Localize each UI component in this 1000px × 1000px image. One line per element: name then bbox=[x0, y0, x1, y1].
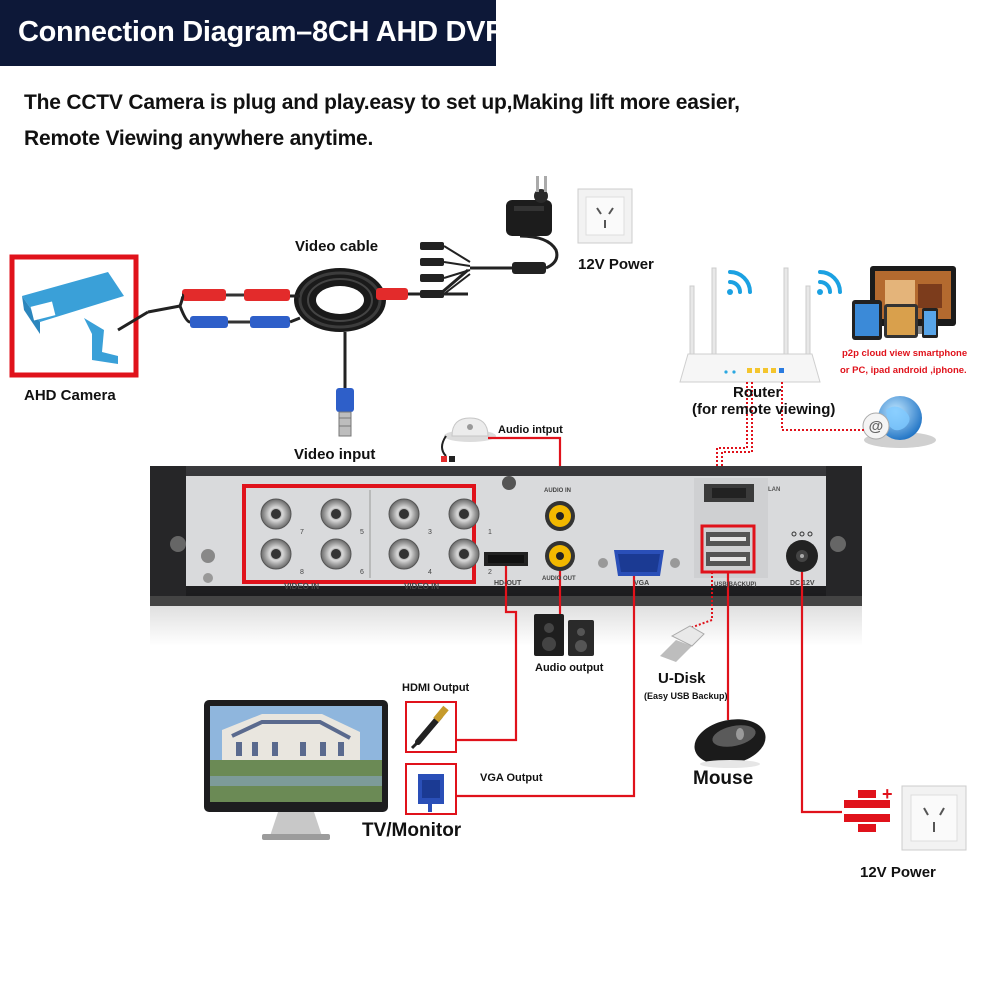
bnc-pin bbox=[331, 509, 341, 519]
wall-socket-icon bbox=[577, 188, 633, 244]
bnc-pin bbox=[399, 549, 409, 559]
dvr-rear-panel: 7 5 3 1 8 6 4 2 bbox=[150, 466, 862, 646]
bnc-channel-number: 4 bbox=[428, 569, 432, 576]
label-ahd-camera: AHD Camera bbox=[24, 387, 116, 404]
label-u-disk-sub: (Easy USB Backup) bbox=[644, 691, 728, 701]
title-bar: Connection Diagram–8CH AHD DVR bbox=[0, 0, 506, 66]
intro-line-1: The CCTV Camera is plug and play.easy to… bbox=[24, 91, 740, 114]
panel-label-dc: DC 12V bbox=[790, 580, 815, 587]
bnc-channel-number: 7 bbox=[300, 529, 304, 536]
bnc-channel-number: 1 bbox=[488, 529, 492, 536]
bnc-channel-number: 8 bbox=[300, 569, 304, 576]
wall-socket-bottom-icon bbox=[901, 785, 967, 851]
usb-disk-icon bbox=[660, 625, 705, 662]
intro-line-2: Remote Viewing anywhere anytime. bbox=[24, 127, 374, 150]
dc-power-icon: + bbox=[844, 784, 893, 832]
label-vga-output: VGA Output bbox=[480, 772, 543, 784]
page-title: Connection Diagram–8CH AHD DVR bbox=[18, 16, 506, 48]
router-icon bbox=[679, 267, 821, 383]
label-p2p-line2: or PC, ipad android ,iphone. bbox=[840, 365, 967, 376]
panel-label-lan: LAN bbox=[768, 487, 781, 493]
panel-label-audio-out: AUDIO OUT bbox=[542, 576, 576, 582]
wifi-icon bbox=[727, 270, 842, 295]
devices-icon bbox=[852, 266, 956, 340]
svg-text:+: + bbox=[882, 784, 893, 804]
label-12v-power-top: 12V Power bbox=[578, 256, 654, 273]
power-splitter bbox=[408, 234, 559, 298]
label-mouse: Mouse bbox=[693, 768, 754, 789]
label-12v-power-bottom: 12V Power bbox=[860, 864, 936, 881]
label-audio-output: Audio output bbox=[535, 662, 604, 674]
label-router-sub: (for remote viewing) bbox=[692, 401, 836, 418]
camera-icon bbox=[9, 254, 149, 378]
panel-label-hd-out: HD-OUT bbox=[494, 580, 522, 587]
bnc-pin bbox=[271, 549, 281, 559]
vga-plug-icon bbox=[405, 763, 457, 815]
mouse-icon bbox=[694, 719, 766, 768]
bnc-pin bbox=[459, 509, 469, 519]
label-audio-input: Audio intput bbox=[498, 424, 563, 436]
panel-label-vga: VGA bbox=[634, 580, 650, 587]
bnc-channel-number: 5 bbox=[360, 529, 364, 536]
label-p2p-line1: p2p cloud view smartphone bbox=[842, 348, 968, 359]
hdmi-plug-icon bbox=[405, 701, 457, 753]
label-video-input: Video input bbox=[294, 446, 376, 463]
panel-label-video-in-left: VIDEO IN bbox=[284, 582, 320, 591]
bnc-channel-number: 2 bbox=[488, 569, 492, 576]
bnc-channel-number: 6 bbox=[360, 569, 364, 576]
power-adapter-icon bbox=[506, 176, 552, 236]
cable-reel-icon bbox=[294, 268, 386, 332]
bnc-pin bbox=[331, 549, 341, 559]
monitor-icon bbox=[204, 700, 388, 840]
label-u-disk: U-Disk bbox=[658, 670, 706, 687]
video-cable bbox=[147, 268, 408, 437]
speakers-icon bbox=[534, 614, 594, 656]
bnc-pin bbox=[271, 509, 281, 519]
panel-label-video-in-right: VIDEO IN bbox=[404, 582, 440, 591]
microphone-icon bbox=[441, 417, 496, 462]
panel-label-audio-in: AUDIO IN bbox=[544, 488, 571, 494]
label-tv-monitor: TV/Monitor bbox=[362, 820, 462, 841]
bnc-channel-number: 3 bbox=[428, 529, 432, 536]
svg-text:@: @ bbox=[869, 418, 884, 435]
globe-icon: @ bbox=[862, 396, 936, 448]
panel-label-usb: USB(BACKUP) bbox=[714, 582, 757, 588]
bnc-pin bbox=[399, 509, 409, 519]
label-hdmi-output: HDMI Output bbox=[402, 682, 470, 694]
label-router: Router bbox=[733, 384, 782, 401]
bnc-pin bbox=[459, 549, 469, 559]
label-video-cable: Video cable bbox=[295, 238, 379, 255]
